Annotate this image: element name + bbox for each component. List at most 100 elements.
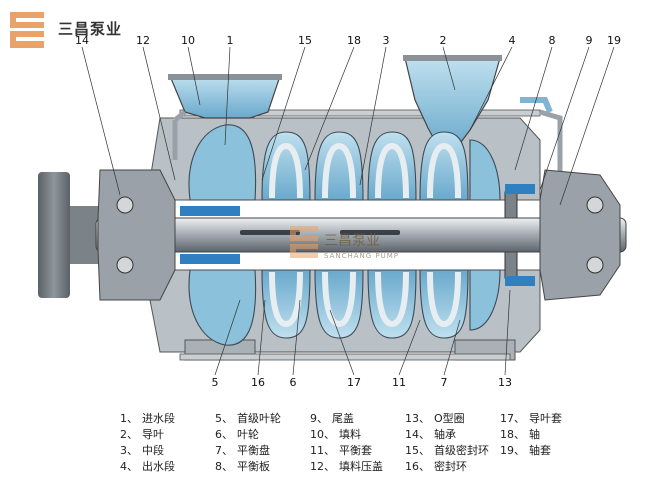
legend-text: 尾盖 bbox=[332, 412, 354, 425]
legend-text: 平衡盘 bbox=[237, 444, 270, 457]
leader-line bbox=[514, 46, 553, 171]
legend-item: 8、平衡板 bbox=[215, 458, 270, 474]
callout-number: 6 bbox=[290, 376, 297, 389]
legend-item: 14、轴承 bbox=[405, 426, 456, 442]
leader-line bbox=[443, 319, 461, 376]
pump-shaft bbox=[95, 217, 627, 253]
legend-text: 导叶 bbox=[142, 428, 164, 441]
legend-item: 11、平衡套 bbox=[310, 442, 372, 458]
watermark-subtext: SANCHANG PUMP bbox=[324, 252, 399, 260]
leader-line bbox=[257, 299, 266, 376]
legend-text: 首级密封环 bbox=[434, 444, 489, 457]
legend-text: 首级叶轮 bbox=[237, 412, 281, 425]
impeller-blade-bottom bbox=[375, 271, 409, 328]
leader-line bbox=[539, 46, 590, 191]
legend-item: 5、首级叶轮 bbox=[215, 410, 281, 426]
legend-text: 中段 bbox=[142, 444, 164, 457]
legend-number: 1、 bbox=[120, 412, 138, 425]
callout-number: 13 bbox=[498, 376, 512, 389]
legend-item: 4、出水段 bbox=[120, 458, 175, 474]
brand-header: 三昌泵业 bbox=[52, 18, 122, 39]
callout-number: 1 bbox=[227, 34, 234, 47]
legend-text: 进水段 bbox=[142, 412, 175, 425]
legend-number: 2、 bbox=[120, 428, 138, 441]
callout-number: 14 bbox=[75, 34, 89, 47]
brand-name: 三昌泵业 bbox=[58, 20, 123, 38]
impeller-blade-bottom bbox=[322, 271, 356, 328]
legend-item: 19、轴套 bbox=[500, 442, 551, 458]
leader-line bbox=[469, 46, 513, 131]
bearing-housing-left bbox=[97, 169, 176, 301]
legend-number: 6、 bbox=[215, 428, 233, 441]
leader-line bbox=[187, 46, 201, 106]
legend-item: 17、导叶套 bbox=[500, 410, 562, 426]
leader-line bbox=[398, 319, 421, 376]
callout-number: 12 bbox=[136, 34, 150, 47]
legend-number: 10、 bbox=[310, 428, 335, 441]
legend-number: 9、 bbox=[310, 412, 328, 425]
impeller-blade-top bbox=[427, 142, 461, 199]
legend-number: 19、 bbox=[500, 444, 525, 457]
leader-line bbox=[304, 46, 355, 171]
legend-text: 轴 bbox=[529, 428, 540, 441]
callout-leaders bbox=[81, 46, 615, 376]
callout-number: 9 bbox=[586, 34, 593, 47]
legend-text: 叶轮 bbox=[237, 428, 259, 441]
legend-number: 13、 bbox=[405, 412, 430, 425]
legend-text: 轴承 bbox=[434, 428, 456, 441]
callout-number: 15 bbox=[298, 34, 312, 47]
impeller-blade-bottom bbox=[427, 271, 461, 328]
legend-item: 18、轴 bbox=[500, 426, 540, 442]
legend-item: 3、中段 bbox=[120, 442, 164, 458]
coupling-disk bbox=[38, 172, 98, 298]
impeller-blade-bottom bbox=[269, 271, 303, 328]
legend-item: 7、平衡盘 bbox=[215, 442, 270, 458]
legend-number: 3、 bbox=[120, 444, 138, 457]
legend-text: 平衡板 bbox=[237, 460, 270, 473]
outlet-chamber-lower bbox=[469, 269, 501, 331]
callout-number: 10 bbox=[181, 34, 195, 47]
legend-number: 17、 bbox=[500, 412, 525, 425]
outlet-chamber bbox=[469, 139, 501, 201]
legend-number: 8、 bbox=[215, 460, 233, 473]
legend-text: 密封环 bbox=[434, 460, 467, 473]
callout-number: 3 bbox=[383, 34, 390, 47]
watermark-text: 三昌泵业 bbox=[324, 233, 380, 249]
leader-line bbox=[504, 289, 511, 376]
callout-number: 19 bbox=[607, 34, 621, 47]
callout-number: 5 bbox=[212, 376, 219, 389]
callout-number: 7 bbox=[441, 376, 448, 389]
legend-number: 7、 bbox=[215, 444, 233, 457]
inlet-chamber bbox=[188, 124, 257, 201]
legend-item: 12、填料压盖 bbox=[310, 458, 383, 474]
packing-seal-bottom bbox=[180, 254, 240, 264]
outlet-funnel bbox=[403, 55, 502, 151]
impeller-blade-top bbox=[322, 142, 356, 199]
legend-text: 填料压盖 bbox=[339, 460, 383, 473]
impeller-blade-top bbox=[375, 142, 409, 199]
leader-line bbox=[442, 46, 456, 91]
legend-text: 平衡套 bbox=[339, 444, 372, 457]
legend-item: 9、尾盖 bbox=[310, 410, 354, 426]
legend-number: 12、 bbox=[310, 460, 335, 473]
leader-line bbox=[261, 46, 306, 181]
legend-number: 18、 bbox=[500, 428, 525, 441]
legend-text: O型圈 bbox=[434, 412, 465, 425]
legend-number: 15、 bbox=[405, 444, 430, 457]
legend-text: 轴套 bbox=[529, 444, 551, 457]
impeller-blade-top bbox=[269, 142, 303, 199]
leader-line bbox=[214, 299, 241, 376]
legend-item: 16、密封环 bbox=[405, 458, 467, 474]
legend-item: 2、导叶 bbox=[120, 426, 164, 442]
callout-number: 2 bbox=[440, 34, 447, 47]
brand-logo-icon bbox=[10, 12, 44, 48]
legend-number: 16、 bbox=[405, 460, 430, 473]
callout-number: 4 bbox=[509, 34, 516, 47]
callout-number: 17 bbox=[347, 376, 361, 389]
legend-item: 15、首级密封环 bbox=[405, 442, 489, 458]
leader-line bbox=[81, 46, 121, 196]
